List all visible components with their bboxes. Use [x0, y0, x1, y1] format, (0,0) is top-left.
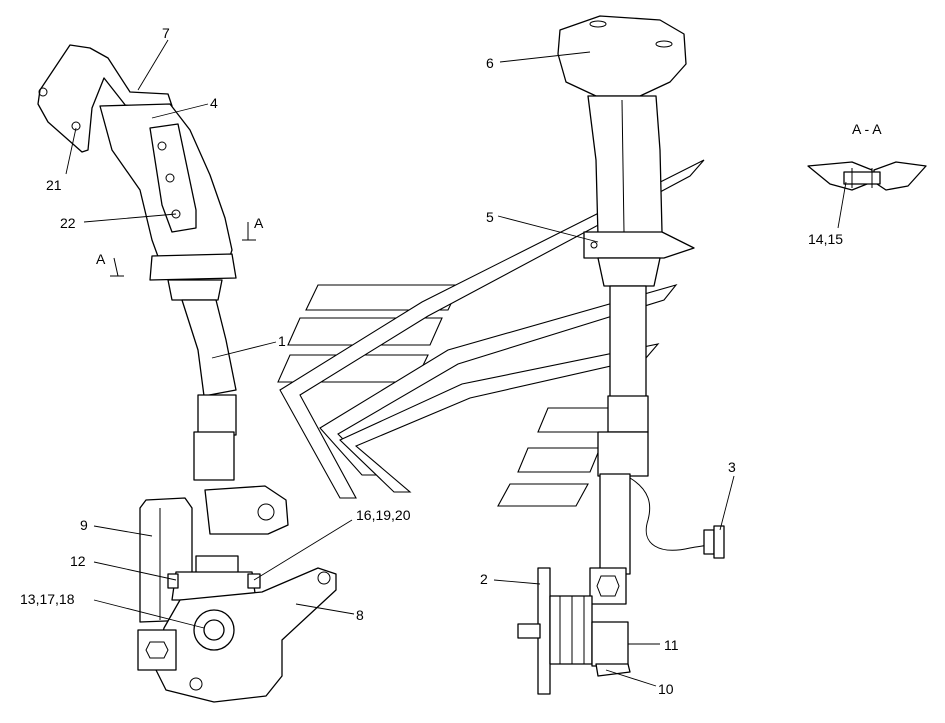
callout-21: 21 [46, 177, 62, 193]
section-a-a-detail: A - A [807, 121, 927, 191]
section-title: A - A [852, 121, 882, 137]
callout-labels: 7 4 21 22 1 6 5 3 2 11 10 9 12 13,17,18 … [20, 25, 843, 697]
callout-14-15: 14,15 [808, 231, 843, 247]
section-mark-left: A [96, 251, 124, 277]
callout-22: 22 [60, 215, 76, 231]
callout-11: 11 [664, 637, 679, 653]
callout-9: 9 [80, 517, 88, 533]
callout-6: 6 [486, 55, 494, 71]
callout-2: 2 [480, 571, 488, 587]
callout-4: 4 [210, 95, 218, 111]
callout-12: 12 [70, 553, 86, 569]
section-letter-left: A [96, 251, 106, 267]
callout-10: 10 [658, 681, 674, 697]
section-mark-right: A [242, 215, 264, 241]
callout-8: 8 [356, 607, 364, 623]
callout-16-19-20: 16,19,20 [356, 507, 411, 523]
callout-1: 1 [278, 333, 286, 349]
left-lever-assembly [37, 44, 337, 703]
callout-3: 3 [728, 459, 736, 475]
callout-7: 7 [162, 25, 170, 41]
right-lever-assembly [517, 15, 725, 695]
leader-lines [65, 39, 847, 687]
callout-5: 5 [486, 209, 494, 225]
callout-13-17-18: 13,17,18 [20, 591, 75, 607]
section-letter-right: A [254, 215, 264, 231]
